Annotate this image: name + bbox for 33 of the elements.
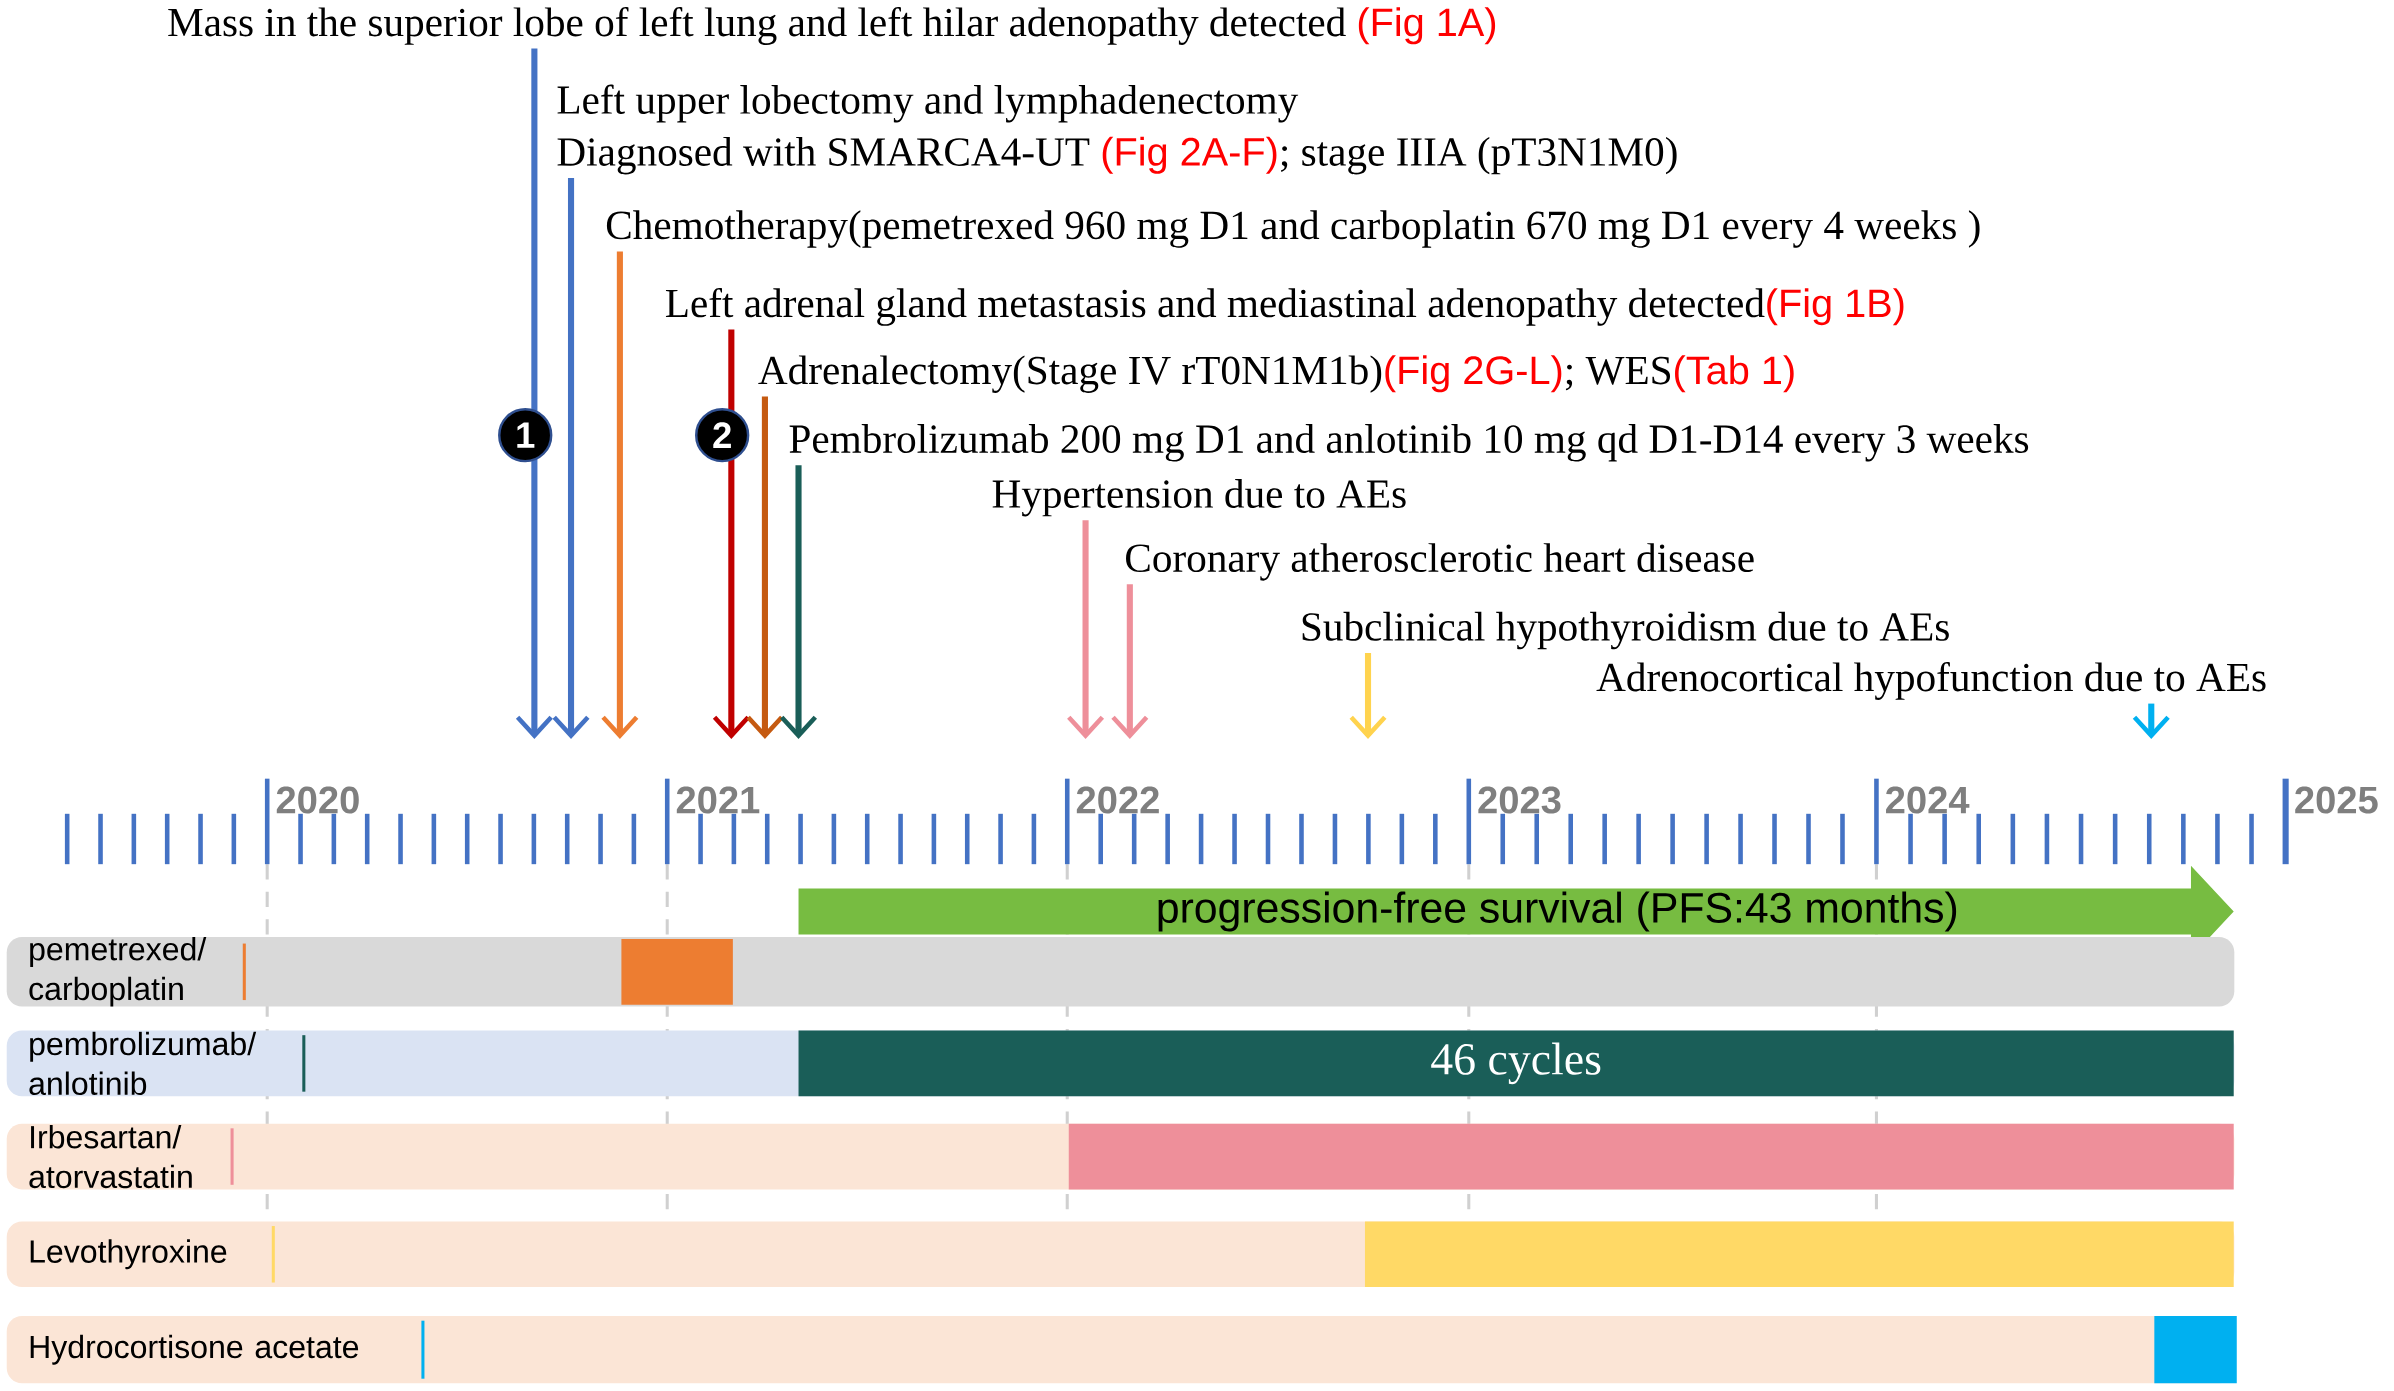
treatment-bar [1068,1123,2234,1190]
arrow [712,329,750,740]
treatment-bar [621,939,733,1005]
arrow [552,178,590,740]
event-text: Hypertension due to AEs [992,479,1406,517]
arrow [780,465,817,740]
year-label: 2022 [1076,786,1159,814]
arrow [601,251,639,740]
event-text: Chemotherapy(pemetrexed 960 mg D1 and carboplatin 670 mg D1 every 4 weeks ) [606,210,1980,248]
event-text: Mass in the superior lobe of left lung and left hilar adenopathy detected (Fig 1A) [168,7,1496,45]
year-label: 2021 [676,786,760,814]
year-label: 2020 [276,786,359,814]
callout-number: 2 [695,408,750,463]
year-label: 2025 [2295,786,2378,814]
arrow [1111,584,1149,740]
event-text: Left upper lobectomy and lymphadenectomy Diagnosed with SMARCA4-UT (Fig 2A-F); stage IIIA (pT3N1M0) [557,84,1677,175]
drug-row-band: Hydrocortisone acetate [6,1316,2235,1384]
year-label: 2024 [1886,786,1970,814]
arrow [1067,520,1105,740]
treatment-bar [1364,1221,2234,1288]
arrow [515,48,553,740]
year-label: 2023 [1478,786,1561,814]
event-text: Adrenalectomy(Stage IV rT0N1M1b)(Fig 2G-L); WES(Tab 1) [758,355,1794,393]
event-text: Subclinical hypothyroidism due to AEs [1302,611,1949,650]
event-text: Adrenocortical hypofunction due to AEs [1596,662,2266,700]
callout-number: 1 [498,408,553,463]
treatment-bar: 46 cycles [798,1030,2234,1097]
drug-row-band: pemetrexed/ carboplatin [6,937,2235,1007]
treatment-bar [2154,1316,2237,1384]
arrow [746,396,784,740]
event-text: Left adrenal gland metastasis and mediastinal adenopathy detected(Fig 1B) [665,288,1904,326]
event-text: Coronary atherosclerotic heart disease [1126,543,1754,581]
event-text: Pembrolizumab 200 mg D1 and anlotinib 10 mg qd D1-D14 every 3 weeks [789,424,2029,462]
